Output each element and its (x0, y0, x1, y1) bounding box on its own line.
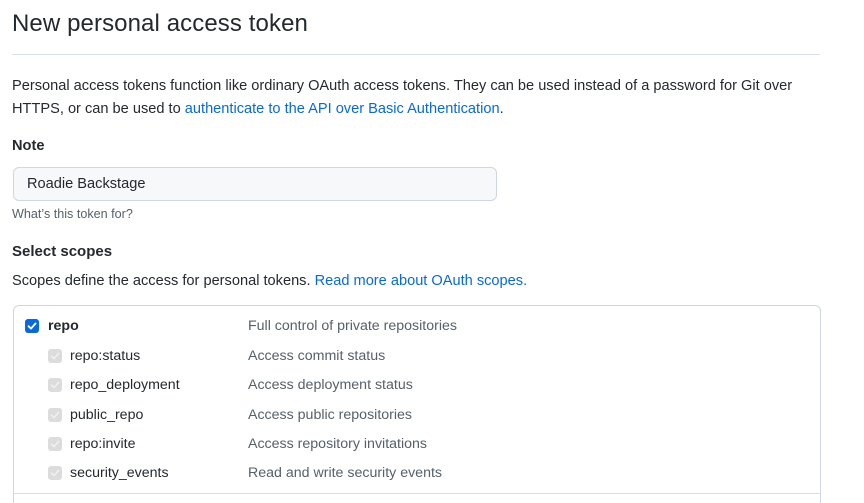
checkmark-icon (50, 352, 60, 360)
repo-deployment-checkbox[interactable] (48, 378, 62, 392)
security-events-checkbox[interactable] (48, 466, 62, 480)
scope-name: repo_deployment (70, 377, 180, 393)
select-scopes-heading: Select scopes (12, 243, 113, 260)
intro-text: Personal access tokens function like ord… (12, 75, 832, 121)
checkmark-icon (50, 381, 60, 389)
scope-description: Full control of private repositories (248, 318, 457, 334)
scope-description: Access commit status (248, 348, 386, 364)
scope-row-repo-deployment[interactable]: repo_deployment Access deployment status (14, 373, 820, 397)
repo-invite-checkbox[interactable] (48, 437, 62, 451)
scope-list: repo Full control of private repositorie… (13, 305, 821, 503)
checkmark-icon (27, 322, 37, 330)
scopes-description: Scopes define the access for personal to… (12, 273, 527, 289)
oauth-scopes-link[interactable]: Read more about OAuth scopes. (314, 273, 528, 289)
scope-description: Access public repositories (248, 407, 413, 423)
scope-row-repo[interactable]: repo Full control of private repositorie… (14, 314, 820, 338)
scope-name: repo:invite (70, 436, 136, 452)
repo-status-checkbox[interactable] (48, 349, 62, 363)
basic-auth-link[interactable]: authenticate to the API over Basic Authe… (184, 101, 500, 117)
scope-row-security-events[interactable]: security_events Read and write security … (14, 461, 820, 485)
intro-text-before: Personal access tokens function like ord… (12, 78, 793, 117)
scope-group-divider (14, 493, 820, 494)
scope-description: Access deployment status (248, 377, 413, 393)
page-title: New personal access token (12, 10, 308, 37)
title-divider (12, 54, 820, 55)
scopes-description-text: Scopes define the access for personal to… (12, 273, 315, 289)
scope-row-public-repo[interactable]: public_repo Access public repositories (14, 403, 820, 427)
scope-name: repo:status (70, 348, 141, 364)
scope-row-repo-status[interactable]: repo:status Access commit status (14, 344, 820, 368)
checkmark-icon (50, 469, 60, 477)
note-input[interactable] (13, 167, 497, 201)
public-repo-checkbox[interactable] (48, 408, 62, 422)
scope-name: repo (48, 318, 79, 334)
scope-name: public_repo (70, 407, 144, 423)
scope-name: security_events (70, 465, 169, 481)
scope-description: Access repository invitations (248, 436, 427, 452)
intro-text-after: . (499, 101, 504, 117)
note-label: Note (12, 138, 45, 154)
repo-checkbox[interactable] (25, 319, 39, 333)
checkmark-icon (50, 440, 60, 448)
checkmark-icon (50, 411, 60, 419)
scope-description: Read and write security events (248, 465, 442, 481)
note-hint: What’s this token for? (12, 207, 133, 221)
scope-row-repo-invite[interactable]: repo:invite Access repository invitation… (14, 432, 820, 456)
